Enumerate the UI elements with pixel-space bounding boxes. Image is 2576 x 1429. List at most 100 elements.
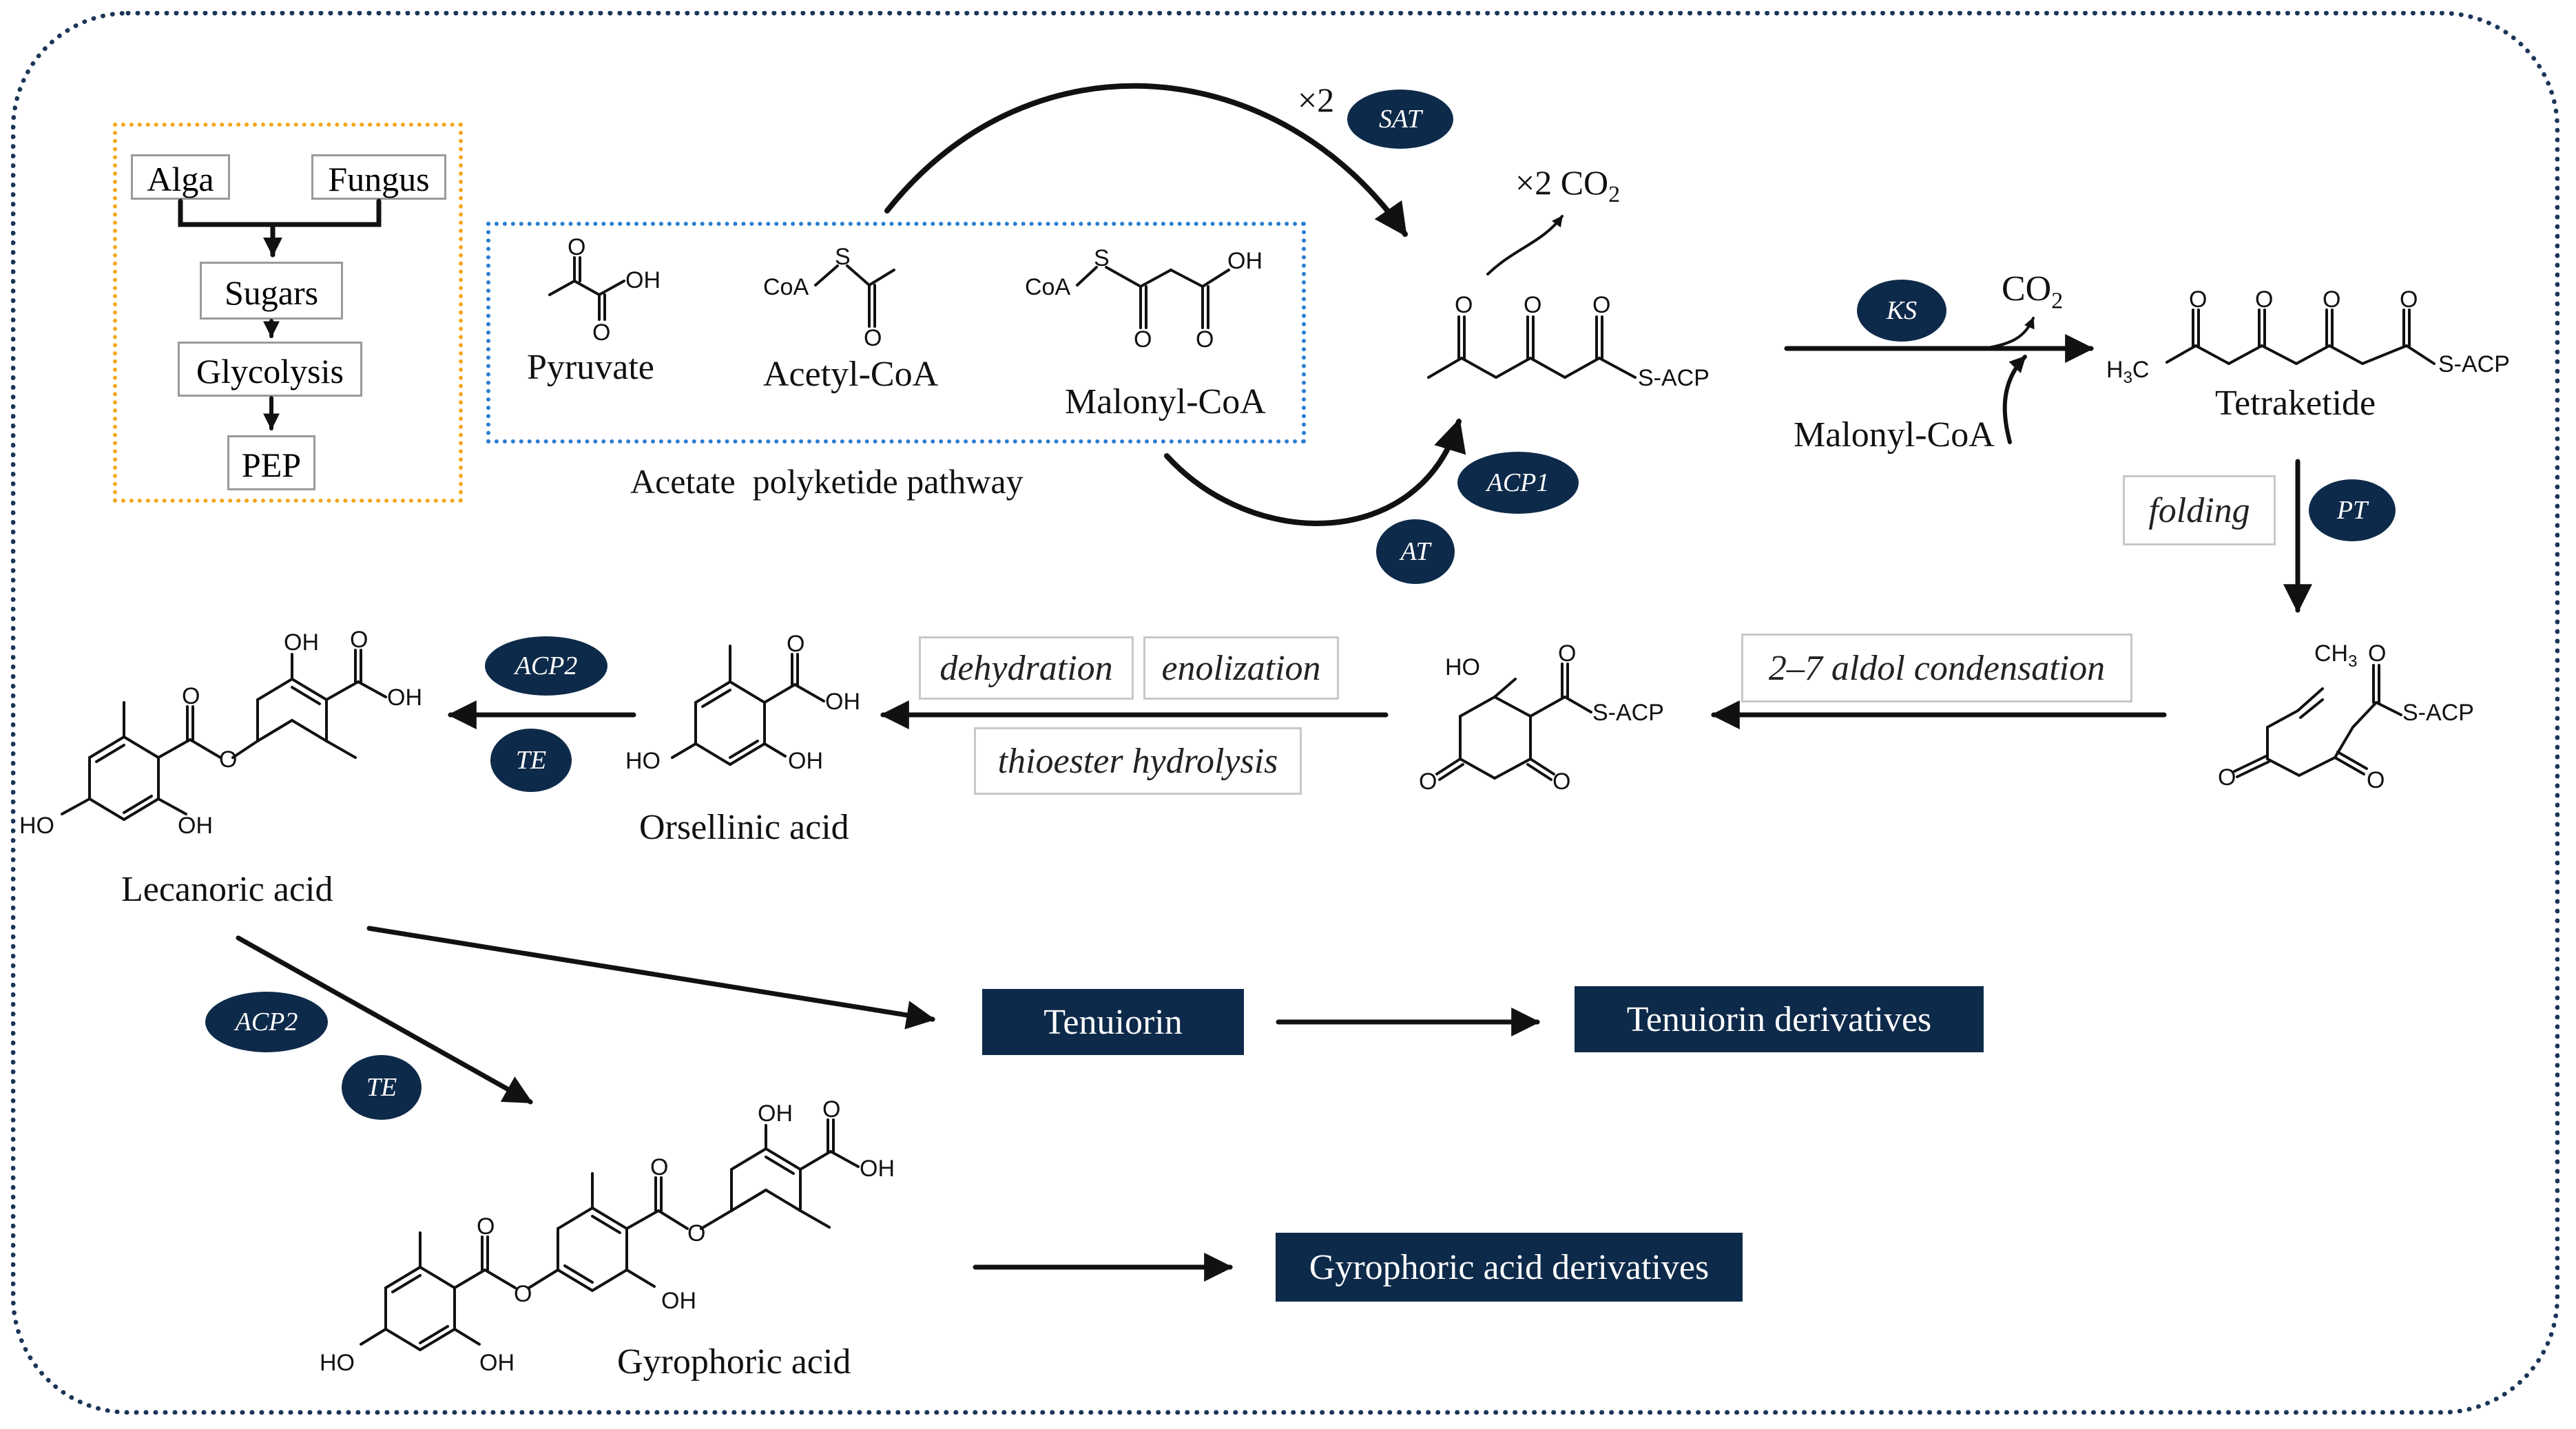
- atom-o: O: [2400, 286, 2418, 313]
- pyruvate-label: Pyruvate: [527, 348, 654, 387]
- atom-o: O: [2323, 286, 2340, 313]
- atom-ho: HO: [625, 748, 661, 774]
- step-aldol-condensation: 2–7 aldol condensation: [1741, 634, 2132, 702]
- atom-oh: OH: [387, 685, 422, 711]
- times-two-label: ×2: [1298, 81, 1335, 119]
- arrow-to-tenuiorin: [366, 926, 936, 1030]
- tetraketide-label: Tetraketide: [2215, 384, 2376, 423]
- atom-oh: OH: [860, 1156, 895, 1182]
- subscript-2: 2: [1608, 182, 1621, 207]
- product-gyrophoric-derivatives: Gyrophoric acid derivatives: [1276, 1233, 1743, 1302]
- atom-o: O: [1524, 292, 1541, 318]
- atom-o: O: [687, 1220, 705, 1247]
- enzyme-pt: PT: [2309, 479, 2396, 541]
- enzyme-at: AT: [1376, 519, 1455, 584]
- acetyl-coa-label: Acetyl-CoA: [763, 355, 939, 394]
- malonyl-coa-label: Malonyl-CoA: [1065, 382, 1266, 421]
- atom-o: O: [1558, 640, 1576, 667]
- gyrophoric-acid-structure: HO OH O O OH O O OH O OH: [320, 1096, 895, 1376]
- product-tenuiorin: Tenuiorin: [982, 989, 1244, 1055]
- arrow-to-gyrophoric: [236, 935, 533, 1105]
- atom-oh: OH: [788, 748, 823, 774]
- atom-oh: OH: [1227, 248, 1263, 274]
- atom-oh: OH: [758, 1101, 793, 1127]
- orsellinic-acid-structure: O OH HO OH: [625, 631, 860, 774]
- atom-ho: HO: [320, 1350, 355, 1376]
- gyrophoric-ring-a: [360, 1231, 559, 1351]
- atom-h3c: H3C: [2106, 357, 2149, 387]
- precursor-group: [486, 222, 1306, 444]
- atom-o: O: [1196, 326, 1214, 353]
- times-two-co2-text: ×2 CO: [1515, 163, 1609, 202]
- atom-o: O: [2218, 764, 2236, 791]
- arrow-at-acp1: [1164, 418, 1466, 526]
- acetyl-coa-structure: CoA S O: [763, 244, 895, 351]
- atom-o: O: [1419, 769, 1437, 795]
- pep-box: PEP: [227, 435, 315, 490]
- connector-alga-fungus: [178, 198, 382, 227]
- atom-ho: HO: [19, 813, 54, 839]
- arrow-ks-co2: [1982, 317, 2035, 350]
- co2-label: CO2: [2002, 271, 2063, 313]
- atom-o: O: [2255, 286, 2273, 313]
- atom-s: S: [835, 244, 851, 270]
- lecanoric-acid-structure: HO OH O O OH O OH: [19, 627, 422, 839]
- atom-o: O: [1455, 292, 1473, 318]
- atom-coa: CoA: [763, 274, 809, 300]
- atom-oh: OH: [625, 267, 661, 293]
- glycolysis-box: Glycolysis: [178, 342, 362, 397]
- atom-o: O: [864, 325, 882, 351]
- times-two-co2-label: ×2 CO2: [1515, 165, 1620, 207]
- atom-o: O: [350, 627, 368, 653]
- diagram-frame: [11, 11, 2559, 1415]
- atom-oh: OH: [661, 1288, 696, 1314]
- tetraketide-structure: H3C O O O O S-ACP: [2106, 286, 2510, 387]
- enzyme-te-lower: TE: [342, 1055, 422, 1120]
- gyrophoric-ring-c: [730, 1118, 860, 1229]
- atom-oh: OH: [178, 813, 213, 839]
- orsellinic-acid-label: Orsellinic acid: [639, 808, 849, 847]
- pathway-label: Acetate polyketide pathway: [630, 462, 1024, 501]
- atom-oh: OH: [479, 1350, 515, 1376]
- atom-ch: CH: [2314, 640, 2348, 667]
- atom-o: O: [1552, 769, 1570, 795]
- atom-subscript-3: 3: [2348, 652, 2357, 671]
- atom-o: O: [650, 1154, 668, 1180]
- step-enolization: enolization: [1143, 636, 1339, 700]
- atom-ho: HO: [1445, 654, 1480, 680]
- atom-o: O: [592, 320, 610, 346]
- arrow-sat: [884, 83, 1408, 237]
- gyrophoric-acid-label: Gyrophoric acid: [617, 1342, 851, 1381]
- alga-box: Alga: [131, 154, 230, 200]
- atom-ch3: CH3: [2314, 640, 2357, 671]
- lecanoric-ring-a: [61, 701, 259, 821]
- cyclized-intermediate-structure: HO O O O S-ACP: [1419, 640, 1664, 795]
- atom-o: O: [787, 631, 804, 657]
- arrow-malonyl-feed: [2002, 355, 2027, 444]
- atom-o: O: [2367, 767, 2385, 793]
- sugars-box: Sugars: [200, 262, 343, 320]
- gyrophoric-ring-b: [557, 1172, 733, 1292]
- atom-coa: CoA: [1025, 274, 1070, 300]
- atom-s-acp: S-ACP: [1638, 365, 1710, 391]
- source-glycolysis-group: [113, 123, 463, 503]
- atom-o: O: [2368, 640, 2386, 667]
- enzyme-sat: SAT: [1347, 90, 1453, 149]
- atom-o: O: [1592, 292, 1610, 318]
- atom-s-acp: S-ACP: [1592, 700, 1664, 726]
- folded-intermediate-structure: CH3 O O O S-ACP: [2218, 640, 2474, 793]
- atom-s-acp: S-ACP: [2438, 351, 2510, 377]
- enzyme-te: TE: [490, 729, 572, 792]
- enzyme-acp1: ACP1: [1457, 452, 1579, 514]
- atom-o: O: [568, 234, 585, 260]
- pyruvate-structure: O O OH: [548, 234, 661, 346]
- step-dehydration: dehydration: [919, 636, 1134, 700]
- enzyme-acp2-lower: ACP2: [205, 992, 328, 1052]
- co2-text: CO: [2002, 269, 2052, 309]
- product-tenuiorin-derivatives: Tenuiorin derivatives: [1575, 986, 1984, 1052]
- enzyme-acp2: ACP2: [485, 636, 607, 696]
- atom-s-acp: S-ACP: [2402, 700, 2474, 726]
- atom-o: O: [514, 1281, 532, 1307]
- atom-o: O: [477, 1213, 495, 1240]
- triketide-structure: O O O S-ACP: [1427, 292, 1710, 391]
